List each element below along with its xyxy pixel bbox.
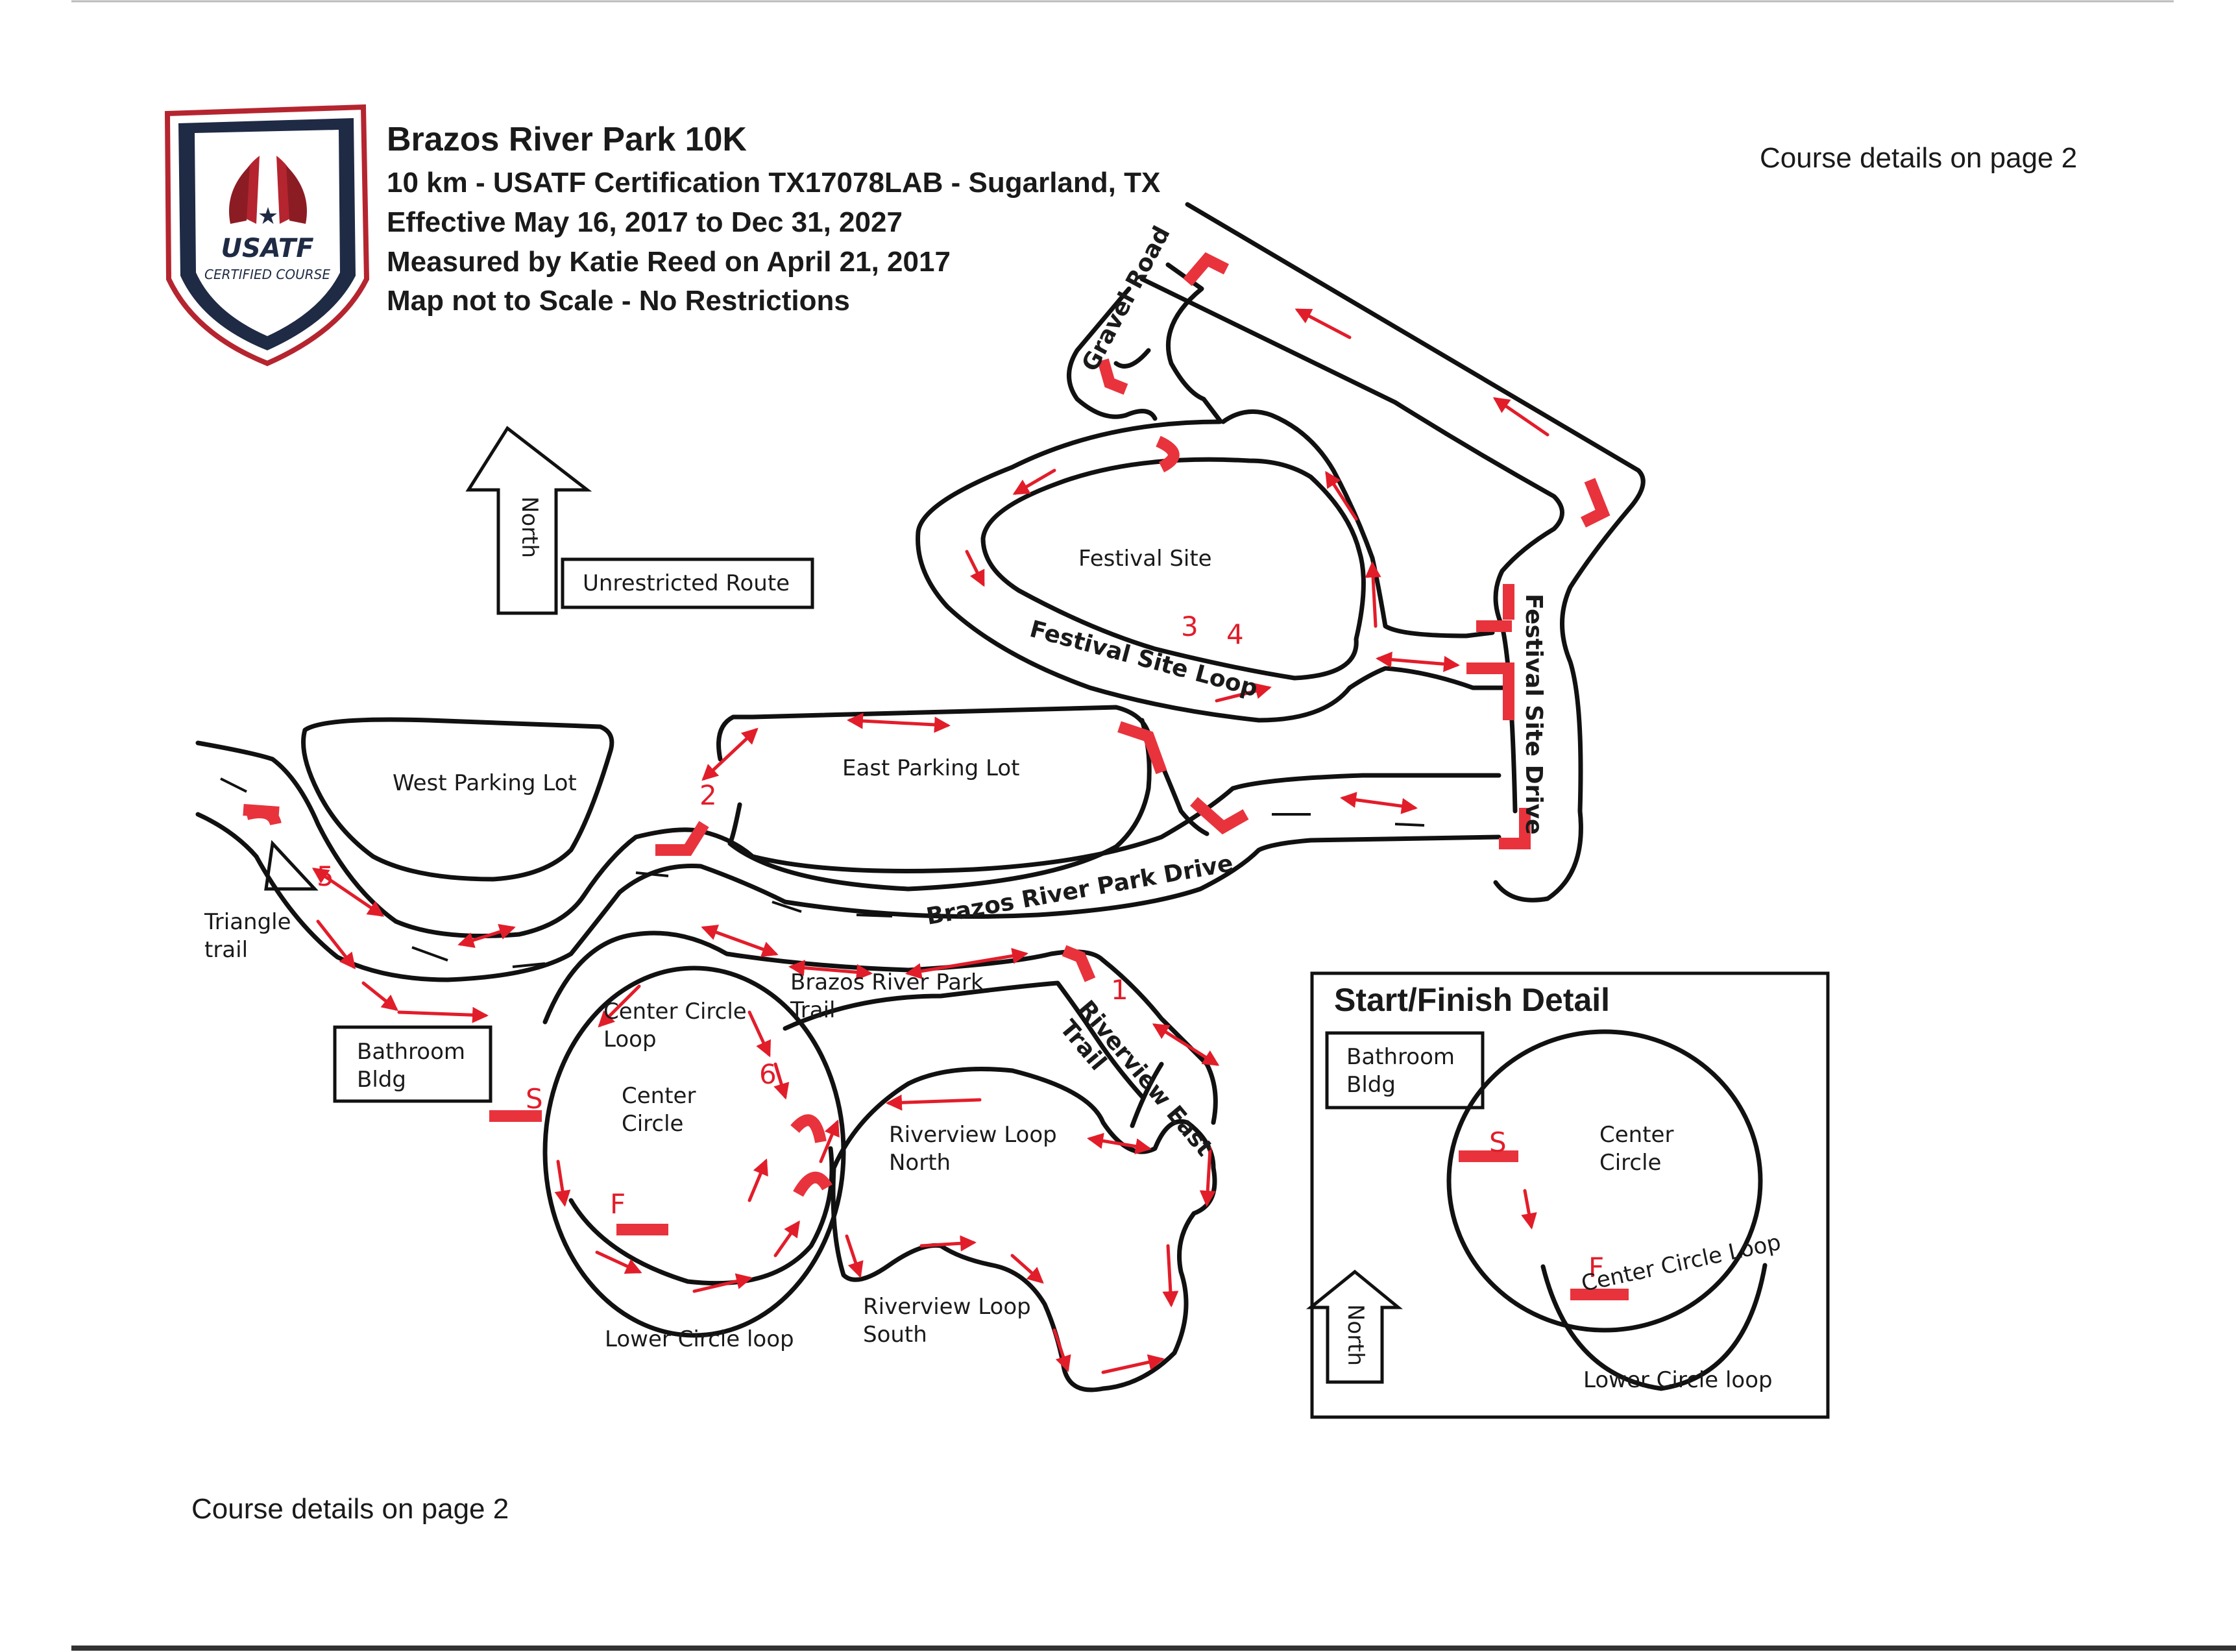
turn-markers [243,252,1610,1235]
detail-start: S [1489,1126,1507,1158]
header-line-1: 10 km - USATF Certification TX17078LAB -… [387,167,1160,199]
route-arrows [311,308,1549,1374]
riverview-loop-north-label-2: North [889,1150,951,1176]
riverview-east-label-1: Riverview East [1073,995,1218,1161]
unrestricted-route-label: Unrestricted Route [583,570,790,596]
header-line-4: Map not to Scale - No Restrictions [387,285,850,317]
center-circle-loop-label-1: Center Circle [603,999,747,1025]
triangle-trail-label-1: Triangle [204,909,291,935]
marker-6: 6 [759,1058,777,1090]
usatf-logo: ★ USATF CERTIFIED COURSE [164,104,370,367]
triangle-trail-label-2: trail [204,937,248,963]
center-circle-loop-label-2: Loop [603,1026,657,1052]
detail-lower-circle-loop: Lower Circle loop [1583,1367,1773,1393]
riverview-loop-south-label-1: Riverview Loop [863,1294,1031,1320]
map-title: Brazos River Park 10K [387,121,747,158]
marker-2: 2 [699,779,717,811]
svg-text:North: North [516,496,542,558]
marker-5: 5 [317,860,334,892]
brazos-river-park-trail-label-2: Trail [790,997,835,1023]
header-line-3: Measured by Katie Reed on April 21, 2017 [387,246,951,278]
brazos-river-park-trail-label-1: Brazos River Park [790,969,984,995]
detail-bathroom-1: Bathroom [1346,1044,1455,1070]
east-parking-lot-label: East Parking Lot [842,755,1020,781]
start-marker: S [526,1083,543,1115]
start-finish-detail: Start/Finish Detail Bathroom Bldg S F Ce… [1306,971,1830,1419]
marker-4: 4 [1226,618,1244,650]
wings-icon: ★ [229,156,307,230]
marker-1: 1 [1111,974,1128,1006]
svg-text:North: North [1343,1304,1368,1366]
gravel-road-label: Gravel Road [1077,222,1176,376]
detail-bathroom-2: Bldg [1346,1072,1396,1098]
detail-title: Start/Finish Detail [1334,982,1610,1018]
riverview-loop-north-label-1: Riverview Loop [889,1122,1057,1148]
bathroom-box [333,1025,492,1103]
course-details-note-top: Course details on page 2 [1760,142,2077,174]
unrestricted-route-box: Unrestricted Route [561,557,814,609]
riverview-loop-south-label-2: South [863,1322,927,1348]
split-markers: 1 2 3 4 5 6 S F [317,611,1244,1220]
center-circle-label-1: Center [622,1083,696,1109]
festival-site-loop-label: Festival Site Loop [1027,616,1261,702]
center-circle-label-2: Circle [622,1111,683,1137]
detail-center-1: Center [1599,1122,1673,1148]
lower-circle-loop-label: Lower Circle loop [605,1326,794,1352]
detail-north-arrow: North [1306,1269,1403,1384]
detail-finish: F [1588,1252,1604,1283]
festival-site-label: Festival Site [1078,546,1212,572]
course-details-note-bottom: Course details on page 2 [191,1493,509,1525]
svg-text:★: ★ [258,203,278,230]
detail-center-2: Circle [1599,1150,1661,1176]
festival-site-drive-label: Festival Site Drive [1520,594,1547,834]
west-parking-lot-label: West Parking Lot [393,770,577,796]
marker-3: 3 [1181,611,1198,642]
logo-tagline: CERTIFIED COURSE [204,267,330,282]
header-line-2: Effective May 16, 2017 to Dec 31, 2027 [387,206,903,238]
finish-marker: F [610,1188,626,1220]
north-arrow: North [465,426,592,615]
logo-brand: USATF [221,234,313,263]
bathroom-label-1: Bathroom [357,1039,465,1065]
bathroom-label-2: Bldg [357,1067,406,1093]
road-centerlines [220,777,1425,968]
